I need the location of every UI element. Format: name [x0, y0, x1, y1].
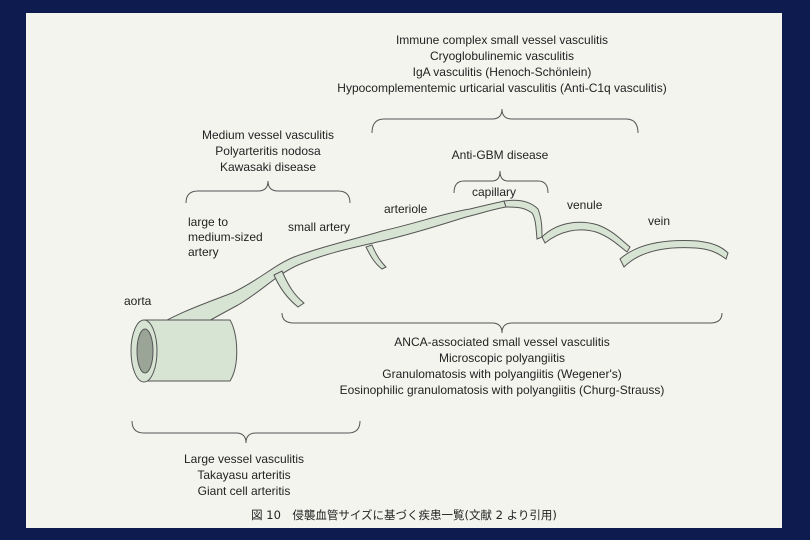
capillary-label: capillary: [472, 185, 516, 199]
large-to-medium-label-line3: artery: [188, 245, 219, 259]
large-vessel-title: Large vessel vasculitis: [184, 452, 304, 466]
giant-cell-label: Giant cell arteritis: [198, 484, 291, 498]
hypocomplementemic-label: Hypocomplementemic urticarial vasculitis…: [337, 81, 666, 95]
microscopic-polyangiitis-label: Microscopic polyangiitis: [439, 351, 565, 365]
figure-page: Immune complex small vessel vasculitis C…: [26, 13, 782, 528]
small-artery-label: small artery: [288, 220, 350, 234]
aorta-label: aorta: [124, 294, 152, 308]
medium-vessel-title: Medium vessel vasculitis: [202, 128, 334, 142]
figure-caption: 図 10 侵襲血管サイズに基づく疾患一覧(文献 2 より引用): [251, 508, 557, 522]
cryoglobulinemic-label: Cryoglobulinemic vasculitis: [430, 49, 574, 63]
gpa-label: Granulomatosis with polyangiitis (Wegene…: [382, 367, 622, 381]
small-artery-branch: [273, 270, 305, 308]
arteriole-branch: [365, 244, 387, 270]
anca-text-group: ANCA-associated small vessel vasculitis …: [340, 335, 665, 397]
large-to-medium-label-line2: medium-sized: [188, 230, 263, 244]
immune-complex-title: Immune complex small vessel vasculitis: [396, 33, 608, 47]
medium-vessel-brace: [185, 180, 351, 204]
medium-vessel-text-group: Medium vessel vasculitis Polyarteritis n…: [202, 128, 334, 174]
immune-complex-brace: [371, 108, 639, 134]
venule-segment: [541, 221, 631, 253]
arteriole-label: arteriole: [384, 202, 428, 216]
vein-segment: [619, 240, 729, 268]
capillary-segment: [503, 199, 543, 240]
vein-label: vein: [648, 214, 670, 228]
venule-label: venule: [567, 198, 603, 212]
polyarteritis-label: Polyarteritis nodosa: [215, 144, 321, 158]
kawasaki-label: Kawasaki disease: [220, 160, 316, 174]
immune-complex-text-group: Immune complex small vessel vasculitis C…: [337, 33, 666, 95]
aorta-lumen: [136, 328, 154, 374]
anca-title: ANCA-associated small vessel vasculitis: [394, 335, 609, 349]
vasculitis-vessel-diagram: Immune complex small vessel vasculitis C…: [124, 33, 729, 522]
anca-brace: [281, 312, 723, 334]
large-vessel-text-group: Large vessel vasculitis Takayasu arterit…: [184, 452, 304, 498]
anti-gbm-label: Anti-GBM disease: [452, 148, 549, 162]
anti-gbm-brace: [453, 170, 549, 194]
egpa-label: Eosinophilic granulomatosis with polyang…: [340, 383, 665, 397]
vessel-tree: [130, 199, 729, 383]
large-to-medium-label-line1: large to: [188, 215, 228, 229]
takayasu-label: Takayasu arteritis: [197, 468, 290, 482]
large-vessel-brace: [131, 420, 361, 444]
iga-vasculitis-label: IgA vasculitis (Henoch-Schönlein): [413, 65, 592, 79]
aorta-cylinder: [143, 319, 238, 382]
